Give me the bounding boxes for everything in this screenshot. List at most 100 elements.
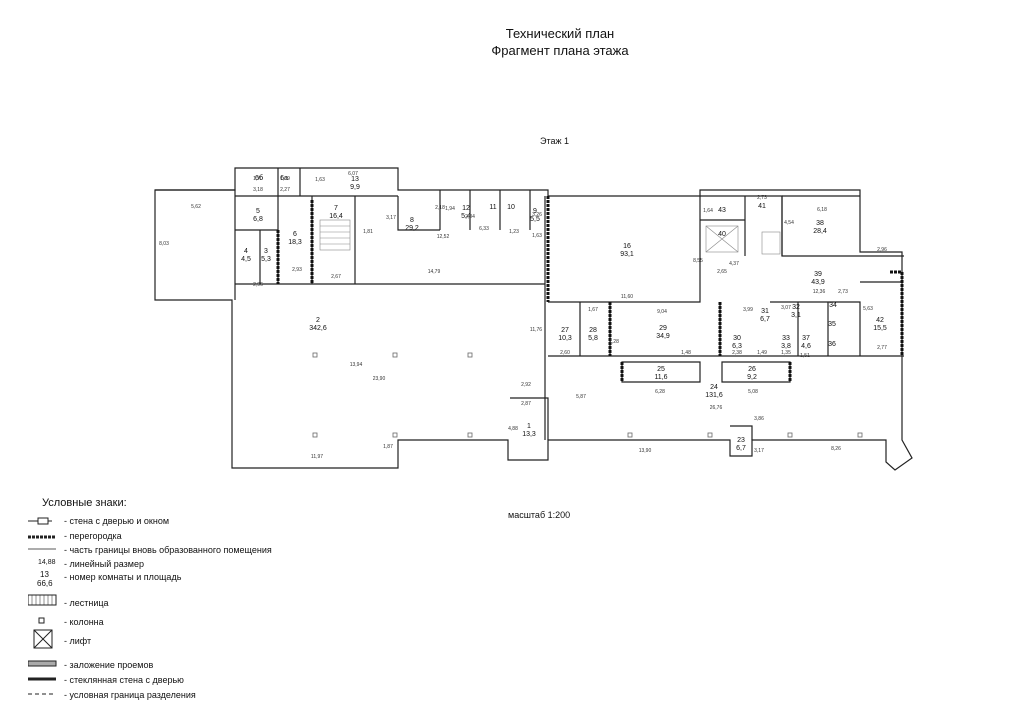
room-27-label: 27: [561, 327, 569, 334]
room-6-label: 6: [293, 231, 297, 238]
room-37-label: 37: [802, 335, 810, 342]
room-38-label: 38: [816, 220, 824, 227]
dimension-label: 1,23: [509, 229, 519, 235]
lift-legend-icon: [33, 629, 53, 649]
dimension-label: 3,86: [754, 416, 764, 422]
legend-item: - линейный размер: [64, 559, 144, 569]
dimension-label: 2,73: [757, 195, 767, 201]
dimension-label: 1,64: [703, 208, 713, 214]
column-icon: [857, 432, 863, 438]
room-3-area: 5,3: [261, 256, 271, 263]
dimension-label: 4,37: [729, 261, 739, 267]
room-31-area: 6,7: [760, 316, 770, 323]
room-39-area: 43,9: [811, 279, 825, 286]
dimension-label: 1,70: [253, 176, 263, 182]
legend-item: - часть границы вновь образованного поме…: [64, 545, 272, 555]
dimension-label: 1,94: [445, 206, 455, 212]
legend-sample-dim: 14,88: [38, 559, 56, 566]
wall-room-16: [548, 196, 701, 303]
room-8-area: 29,2: [405, 225, 419, 232]
room-26-label: 26: [748, 366, 756, 373]
legend-sample-area: 66,6: [37, 579, 53, 588]
dimension-label: 11,97: [311, 454, 323, 460]
dimension-label: 4,54: [784, 220, 794, 226]
dimension-label: 2,96: [253, 282, 263, 288]
dimension-label: 5,63: [863, 306, 873, 312]
partition-2: [620, 270, 904, 382]
column-icon: [312, 432, 318, 438]
dimension-label: 5,62: [191, 204, 201, 210]
room-25-area: 11,6: [654, 374, 667, 381]
dimension-label: 8,03: [159, 241, 169, 247]
dimension-label: 2,60: [560, 350, 570, 356]
dimension-label: 3,17: [386, 215, 396, 221]
room-24-area: 131,6: [705, 392, 723, 399]
dimension-label: 1,48: [681, 350, 691, 356]
dimension-label: 12,36: [813, 289, 826, 295]
dimension-label: 3,99: [743, 307, 753, 313]
dimension-label: 3,26: [532, 212, 542, 218]
room-12-label: 12: [462, 205, 470, 212]
wall-rooms-33-37: [770, 301, 861, 356]
stair-icon: [319, 219, 351, 251]
room-35-label: 35: [828, 321, 836, 328]
page-subtitle: Фрагмент плана этажа: [491, 43, 629, 58]
dimension-label: 11,60: [621, 294, 633, 300]
legend-item: - стена с дверью и окном: [64, 516, 170, 526]
room-42-area: 15,5: [873, 325, 887, 332]
dimension-label: 1,28: [609, 339, 619, 345]
dimension-label: 2,65: [717, 269, 727, 275]
dimension-label: 2,96: [877, 247, 887, 253]
room-2-area: 342,6: [309, 325, 327, 332]
room-4-label: 4: [244, 248, 248, 255]
dimension-label: 1,35: [781, 350, 791, 356]
dimension-label: 2,18: [435, 205, 445, 211]
scale-label: масштаб 1:200: [508, 510, 571, 520]
stair-icon-2: [761, 231, 781, 255]
legend-item: - колонна: [64, 617, 104, 627]
dimension-label: 2,73: [838, 289, 848, 295]
room-36-label: 36: [828, 341, 836, 348]
room-41-label: 41: [758, 203, 766, 210]
wall-room-23: [730, 425, 753, 440]
column-icon: [627, 432, 633, 438]
room-10-label: 10: [507, 204, 515, 211]
room-42-label: 42: [876, 317, 884, 324]
dimension-label: 1,87: [383, 444, 393, 450]
wall-door-window-icon: [28, 517, 52, 525]
room-23-area: 6,7: [736, 445, 746, 452]
room-28-area: 5,8: [588, 335, 598, 342]
room-8-label: 8: [410, 217, 414, 224]
dimension-label: 2,38: [732, 350, 742, 356]
floor-label: Этаж 1: [540, 136, 570, 146]
dimension-label: 3,18: [253, 187, 263, 193]
room-2-label: 2: [316, 317, 320, 324]
legend-item: - заложение проемов: [64, 660, 154, 670]
dimension-label: 1,49: [757, 350, 767, 356]
partition-1: [276, 196, 722, 356]
room-5-label: 5: [256, 208, 260, 215]
column-icon: [392, 352, 398, 358]
room-6-area: 18,3: [288, 239, 302, 246]
room-31-label: 31: [761, 308, 769, 315]
dimension-label: 2,77: [877, 345, 887, 351]
column-icon: [392, 432, 398, 438]
dimension-label: 1,67: [588, 307, 598, 313]
room-29-label: 29: [659, 325, 667, 332]
dimension-label: 6,28: [655, 389, 665, 395]
outer-wall-left: [154, 167, 913, 471]
dimension-label: 4,88: [508, 426, 518, 432]
room-16-label: 16: [623, 243, 631, 250]
legend-item: - лифт: [64, 636, 92, 646]
legend-item: - лестница: [64, 598, 109, 608]
legend-item: - стеклянная стена с дверью: [64, 675, 184, 685]
room-32-label: 32: [792, 304, 800, 311]
room-29-area: 34,9: [656, 333, 670, 340]
room-40-label: 40: [718, 231, 726, 238]
legend-icons: [28, 517, 57, 695]
dimension-label: 5,08: [748, 389, 758, 395]
dimension-label: 1,51: [800, 353, 810, 359]
dimension-label: 2,93: [292, 267, 302, 273]
wall-lift-block: [700, 195, 783, 256]
dimension-label: 2,27: [280, 187, 290, 193]
